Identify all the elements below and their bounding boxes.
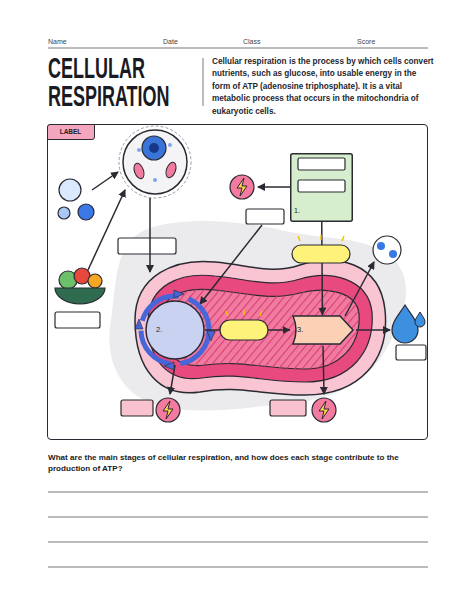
answer-line [48,492,428,493]
callout-number: 3. [297,325,303,334]
molecule-atom [389,250,397,258]
cell-mitochondrion [132,162,146,180]
cycle-circle: 2. [145,300,205,360]
organelle-dot [137,148,141,152]
answer-line [48,517,428,518]
organelle-dot [153,178,157,182]
diagram-frame: LABEL 1. 2. 3. [47,124,428,440]
energy-icon [312,398,336,422]
flow-connector [205,329,290,331]
background-blob [109,221,406,411]
callout-number: 1. [294,207,300,214]
molecule-atom [377,242,385,250]
callout-number: 2. [156,325,162,334]
cycle-arrows [141,296,209,364]
header-rule [48,48,428,49]
product-box: 3. [290,315,355,345]
water-drop [415,312,425,327]
input-arrow [88,190,125,270]
glow-mark [298,236,300,241]
worksheet-title: CELLULAR RESPIRATION [48,54,209,110]
field-label: Date [163,38,178,45]
blank-label-box [270,400,306,416]
oxygen-bubble [78,204,94,220]
cycle-circle-shape [146,301,204,359]
glow-mark [226,311,228,316]
product-arrow [356,329,390,331]
glow-mark [260,311,262,316]
food-tomato [74,268,90,284]
cell-mitochondrion [164,161,178,179]
glow-mark [342,236,344,241]
water-drop [392,305,418,343]
cycle-arrow-head [135,319,143,329]
label-tab: LABEL [47,124,95,140]
product-box-shape [293,316,353,344]
food-greens [59,271,77,289]
lightning-bolt [237,178,247,196]
blank-label-box [298,158,345,170]
transport-pill [220,320,268,340]
flow-arrow [149,198,151,272]
transport-pill [292,245,350,263]
field-label: Name [48,38,67,45]
nucleolus [149,143,159,153]
outer-membrane [135,260,386,395]
cycle-arrow-head [164,362,174,370]
energy-arrow [258,186,290,188]
leader-arrow [200,225,262,304]
energy-icon [230,175,254,199]
title-divider [203,58,204,106]
cycle-arrow-head [174,290,184,298]
answer-line [48,542,428,543]
energy-arrow [323,346,324,394]
glow-mark [243,310,245,315]
process-box: 1. [290,153,353,222]
description-text: Cellular respiration is the process by w… [212,56,434,118]
molecule [373,236,401,264]
process-box-shape [291,154,353,222]
blank-label-box [396,345,426,360]
lightning-bolt [319,401,329,419]
food-orange [88,274,102,288]
lightning-bolt [163,401,173,419]
nucleus [142,136,166,160]
energy-icon [156,398,180,422]
field-label: Score [357,38,375,45]
food-bowl [55,288,105,304]
field-label: Class [243,38,261,45]
blank-label-box [55,312,100,328]
oxygen-bubble [58,207,70,219]
blank-label-box [118,238,176,254]
cell-outline [119,126,191,198]
node-shape [145,300,205,360]
cycle-arrow-head [207,331,215,341]
blank-label-box [298,180,345,192]
question-text: What are the main stages of cellular res… [48,452,436,474]
glow-mark [320,235,322,240]
blank-label-box [246,209,284,224]
flow-connector [321,222,323,315]
input-arrow [92,172,118,190]
blank-label-box [121,400,153,416]
product-arrow [345,262,374,316]
cell-body [123,130,187,194]
organelle-dot [168,143,172,147]
oxygen-bubble [59,179,81,201]
answer-line [48,567,428,568]
